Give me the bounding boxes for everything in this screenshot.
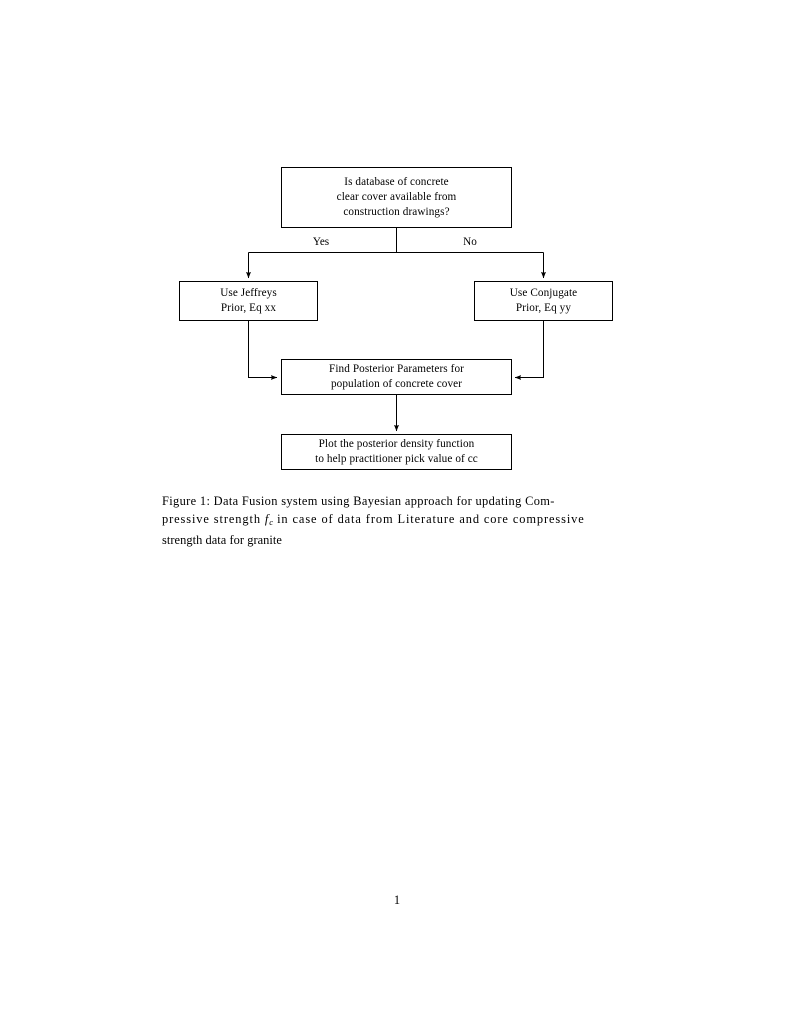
- node-line: Is database of concrete: [344, 176, 449, 188]
- node-plot-posterior-density[interactable]: Plot the posterior density function to h…: [281, 434, 512, 470]
- page-number: 1: [393, 893, 401, 907]
- caption-math-base: f: [264, 512, 270, 527]
- flowchart-connectors: [246, 228, 546, 432]
- node-line: population of concrete cover: [330, 378, 463, 390]
- figure-flowchart: Is database of concrete clear cover avai…: [0, 0, 794, 500]
- node-line: Use Conjugate: [509, 287, 578, 299]
- caption-math-fc: fc: [261, 512, 277, 528]
- node-line: construction drawings?: [343, 206, 450, 218]
- caption-line-2-part-1: pressive strength: [162, 512, 261, 527]
- node-decision-database-available[interactable]: Is database of concrete clear cover avai…: [281, 167, 512, 228]
- figure-caption: Figure 1: Data Fusion system using Bayes…: [162, 492, 631, 550]
- edge-conjugate-to-posterior: [514, 321, 544, 380]
- node-line: Prior, Eq xx: [220, 302, 277, 314]
- caption-math-subscript: c: [269, 517, 274, 528]
- caption-line-3: strength data for granite: [162, 533, 282, 548]
- node-line: clear cover available from: [336, 191, 457, 203]
- edge-jeffreys-to-posterior: [248, 321, 278, 380]
- caption-line-2: pressive strength fc in case of data fro…: [162, 510, 631, 531]
- edge-label-yes: Yes: [312, 236, 330, 248]
- node-line: to help practitioner pick value of cc: [315, 453, 478, 465]
- node-line: Plot the posterior density function: [318, 438, 475, 450]
- node-line: Prior, Eq yy: [515, 302, 572, 314]
- caption-line-2-part-2: in case of data from Literature and core…: [277, 512, 585, 527]
- node-line: Use Jeffreys: [220, 287, 277, 299]
- node-line: Find Posterior Parameters for: [329, 363, 464, 375]
- edge-label-no: No: [463, 236, 477, 248]
- node-use-conjugate-prior[interactable]: Use Conjugate Prior, Eq yy: [474, 281, 613, 321]
- caption-line-1: Figure 1: Data Fusion system using Bayes…: [162, 494, 555, 508]
- node-find-posterior-parameters[interactable]: Find Posterior Parameters for population…: [281, 359, 512, 395]
- node-use-jeffreys-prior[interactable]: Use Jeffreys Prior, Eq xx: [179, 281, 318, 321]
